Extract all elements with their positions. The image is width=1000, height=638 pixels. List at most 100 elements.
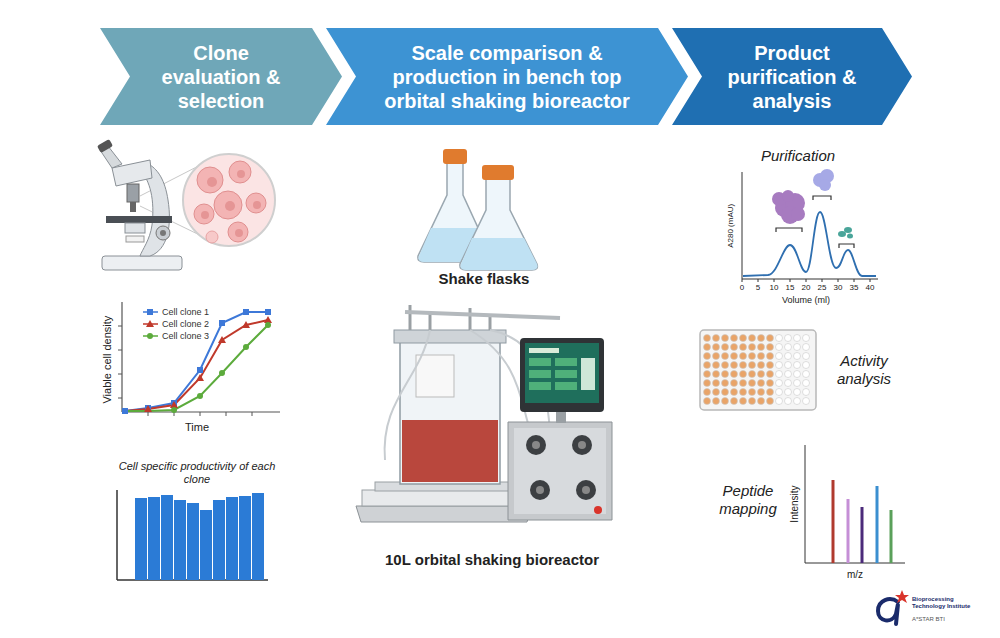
bioreactor-illustration-part	[529, 348, 559, 353]
well-plate-part	[758, 398, 765, 405]
well-plate-part	[722, 335, 729, 342]
shake-flask-icon-part	[443, 149, 467, 164]
growth-chart-part	[252, 412, 253, 416]
well-plate-part	[767, 389, 774, 396]
well-plate-part	[740, 389, 747, 396]
well-plate-part	[704, 389, 711, 396]
shake-flask-icon	[418, 149, 538, 270]
well-plate-part	[794, 362, 801, 369]
stage-title: Scale comparison & production in bench t…	[376, 41, 638, 113]
well-plate-part	[704, 344, 711, 351]
productivity-bar-chart-part-part	[174, 500, 186, 580]
bioreactor-illustration-part	[572, 435, 592, 455]
cell-zoom-circle	[183, 154, 275, 246]
stage-chevron: Product purification & analysis	[672, 28, 912, 125]
cell-zoom-circle-part	[253, 201, 261, 209]
growth-chart-part	[144, 316, 272, 412]
axis-tick: 20	[802, 283, 811, 293]
growth-chart-part-part	[265, 309, 271, 315]
well-plate-part	[713, 335, 720, 342]
bioreactor-illustration-part	[394, 330, 506, 343]
bioreactor-illustration-part	[555, 370, 577, 378]
bioreactor-illustration-part	[529, 382, 551, 390]
legend-samples-part	[147, 309, 153, 315]
cell-zoom-circle-part	[246, 193, 266, 213]
caption-label: Cell specific productivity of each clone	[115, 460, 280, 486]
chromatogram-part-part	[847, 234, 853, 239]
well-plate-part	[722, 389, 729, 396]
well-plate-part	[785, 335, 792, 342]
well-plate-part	[722, 344, 729, 351]
well-plate-part	[803, 353, 810, 360]
bioreactor-illustration-part	[508, 422, 612, 520]
bioreactor-illustration-part	[582, 486, 590, 494]
well-plate-part	[758, 380, 765, 387]
well-plate-part	[767, 398, 774, 405]
growth-chart-part	[118, 326, 122, 327]
chevron-fill	[326, 28, 688, 125]
growth-chart-part-part	[243, 344, 249, 350]
well-plate-part	[767, 344, 774, 351]
axis-tick: 5	[756, 283, 760, 293]
well-plate-part	[713, 389, 720, 396]
growth-chart-part	[121, 302, 122, 412]
growth-chart-part-part	[264, 316, 272, 323]
bioreactor-illustration-part	[514, 428, 606, 514]
bioreactor-illustration-part	[532, 441, 540, 449]
well-plate-part	[749, 335, 756, 342]
chromatogram-part-part	[844, 227, 852, 233]
well-plate-part	[713, 353, 720, 360]
axis-title: A280 (mAU)	[726, 204, 736, 248]
well-plate-part	[749, 398, 756, 405]
well-plate-part	[785, 344, 792, 351]
caption-label: 10L orbital shaking bioreactor	[385, 551, 599, 569]
legend-samples	[143, 309, 158, 339]
well-plate-part	[785, 353, 792, 360]
growth-chart-part-part	[242, 321, 250, 328]
productivity-bar-chart-part-part	[148, 497, 160, 580]
shake-flask-icon-part	[461, 238, 538, 270]
growth-chart-part-part	[219, 320, 225, 326]
well-plate-part	[794, 380, 801, 387]
bioreactor-illustration-part	[385, 330, 430, 460]
institute-logo-part	[878, 599, 898, 624]
well-plate-part	[749, 380, 756, 387]
chromatogram-part	[742, 172, 743, 279]
well-plate-part	[749, 344, 756, 351]
well-plate-part	[749, 389, 756, 396]
caption-label: Peptide mapping	[708, 482, 788, 518]
well-plate-part	[803, 362, 810, 369]
productivity-bar-chart-part	[116, 490, 118, 580]
bioreactor-illustration-part	[529, 358, 551, 366]
well-plate-part	[803, 344, 810, 351]
well-plate-part	[722, 362, 729, 369]
axis-tick: 35	[850, 283, 859, 293]
legend-text: Cell clone 2	[162, 319, 209, 330]
chromatogram-part-part	[790, 279, 791, 282]
growth-chart-part	[125, 312, 268, 411]
well-plate-part	[713, 362, 720, 369]
microscope-icon-part	[156, 226, 170, 240]
bioreactor-illustration-part	[489, 316, 492, 330]
growth-chart-part	[200, 412, 201, 416]
cell-zoom-circle-part	[228, 222, 248, 242]
growth-chart-part-part	[265, 322, 271, 328]
well-plate-part	[758, 335, 765, 342]
well-plate-part	[803, 380, 810, 387]
chromatogram-part-part	[838, 279, 839, 282]
well-plate-part	[776, 398, 783, 405]
well-plate-part	[713, 398, 720, 405]
well-plate-part	[704, 335, 711, 342]
axis-tick: Bioprocessing Technology Institute	[912, 596, 982, 610]
microscope-icon-part	[106, 216, 172, 223]
caption-label: Activity analysis	[822, 352, 907, 388]
growth-chart-part	[125, 320, 268, 411]
well-plate-part	[731, 353, 738, 360]
microscope-icon-part	[126, 236, 144, 242]
productivity-bar-chart-part-part	[200, 510, 212, 580]
well-plate-part	[740, 371, 747, 378]
well-plate-part	[785, 389, 792, 396]
well-plate-part	[767, 380, 774, 387]
productivity-bar-chart-part	[135, 493, 264, 580]
caption-label: Volume (ml)	[782, 295, 830, 306]
